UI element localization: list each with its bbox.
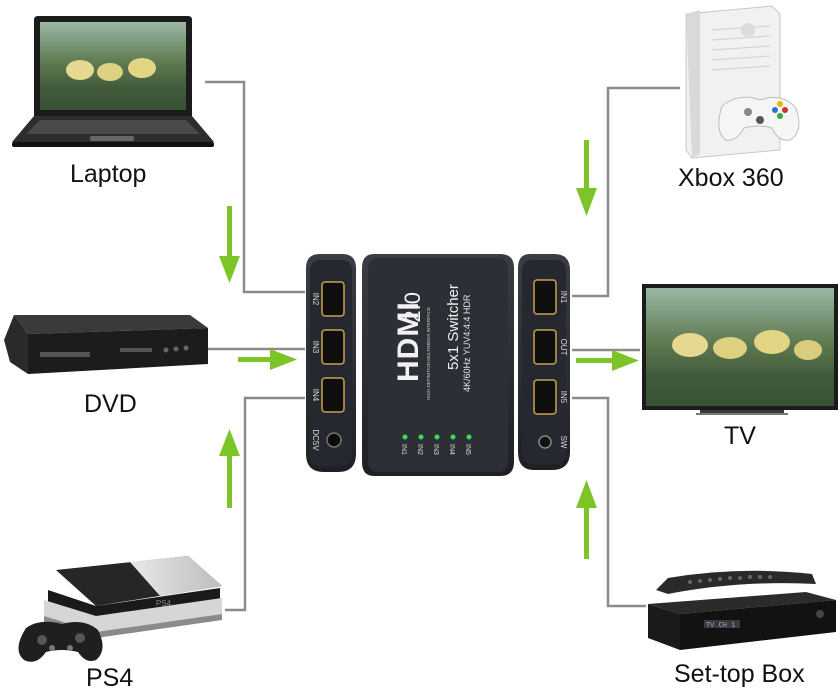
arrow-down-laptop — [219, 206, 240, 283]
right-port-label-0: IN1 — [559, 291, 568, 304]
svg-text:TV CH 1: TV CH 1 — [706, 622, 735, 630]
left-port-label-2: IN4 — [311, 389, 320, 402]
wire-laptop — [205, 80, 305, 294]
left-port-label-0: IN2 — [311, 293, 320, 306]
set-top-box-icon: TV CH 1 — [648, 570, 836, 650]
switcher-right-panel: IN1 OUT IN5 SW — [518, 254, 570, 470]
svg-text:PS4: PS4 — [156, 599, 172, 608]
xbox-360-icon — [685, 5, 800, 159]
port-in3 — [321, 329, 345, 365]
port-in1 — [533, 279, 557, 315]
switcher-spec: 4K/60Hz YUV4:4:4 HDR — [462, 294, 472, 392]
label-ps4: PS4 — [86, 664, 134, 692]
switcher-body: HDMI 2.0 HIGH DEFINITION MULTIMEDIA INTE… — [362, 254, 514, 476]
power-label: DC5V — [311, 429, 320, 451]
label-settop: Set-top Box — [674, 660, 805, 688]
switcher-model: 5x1 Switcher — [445, 284, 462, 370]
dvd-player-icon — [4, 315, 208, 374]
ps4-console-icon: PS4 — [44, 556, 222, 638]
label-laptop: Laptop — [70, 160, 147, 188]
port-out — [533, 329, 557, 365]
label-dvd: DVD — [84, 390, 137, 418]
led-label-2: IN3 — [432, 444, 439, 455]
led-label-4: IN5 — [464, 444, 471, 455]
led-row: IN1 IN2 IN3 IN4 IN5 — [400, 434, 472, 455]
arrow-down-xbox — [576, 140, 597, 216]
port-in4 — [321, 377, 345, 413]
arrow-up-ps4 — [219, 429, 240, 508]
arrow-right-tv — [576, 350, 639, 371]
port-in2 — [321, 281, 345, 317]
wire-settop — [572, 396, 646, 608]
led-indicator — [434, 434, 440, 440]
led-indicator — [418, 434, 424, 440]
label-xbox: Xbox 360 — [678, 164, 784, 192]
arrow-up-settop — [576, 480, 597, 559]
left-port-label-1: IN3 — [311, 341, 320, 354]
tv-icon — [642, 284, 838, 415]
hdmi-brand: HDMI — [392, 301, 425, 382]
led-indicator — [466, 434, 472, 440]
signal-arrows — [219, 140, 639, 559]
hdmi-version: 2.0 — [400, 292, 425, 323]
wire-xbox — [572, 86, 680, 298]
wire-ps4 — [225, 396, 305, 612]
arrow-right-dvd — [238, 349, 297, 370]
label-tv: TV — [724, 422, 756, 450]
switcher-left-panel: IN2 IN3 IN4 DC5V — [306, 254, 356, 472]
hdmi-switcher: IN2 IN3 IN4 DC5V HDMI 2.0 HIGH DEFINITIO… — [306, 254, 570, 476]
port-in5 — [533, 379, 557, 415]
laptop-icon — [12, 16, 214, 147]
connection-wires — [205, 80, 680, 612]
power-jack — [326, 432, 342, 448]
led-indicator — [450, 434, 456, 440]
right-port-label-2: IN5 — [559, 391, 568, 404]
led-label-1: IN2 — [416, 444, 423, 455]
led-label-3: IN4 — [448, 444, 455, 455]
led-label-0: IN1 — [400, 444, 407, 455]
led-indicator — [402, 434, 408, 440]
hdmi-tagline: HIGH DEFINITION MULTIMEDIA INTERFACE — [426, 307, 431, 400]
switch-button — [538, 435, 552, 449]
right-port-label-1: OUT — [559, 339, 568, 356]
button-label: SW — [559, 436, 568, 449]
gamepad-icon — [18, 621, 103, 662]
